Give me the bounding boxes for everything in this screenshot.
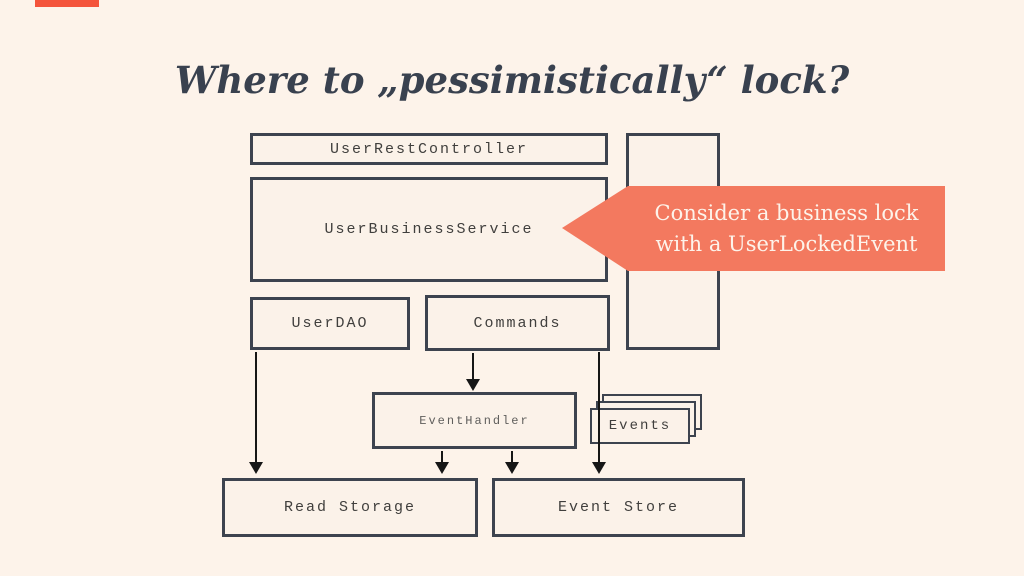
node-label: UserDAO xyxy=(291,315,369,332)
arrowhead-icon xyxy=(249,462,263,474)
arrow-handler-to-event-store xyxy=(511,451,513,462)
callout-line-2: with a UserLockedEvent xyxy=(655,231,918,256)
callout-line-1: Consider a business lock xyxy=(654,200,919,225)
arrow-commands-to-event-store xyxy=(598,352,600,462)
arrowhead-icon xyxy=(592,462,606,474)
node-event-handler: EventHandler xyxy=(372,392,577,449)
node-label: Events xyxy=(608,418,672,434)
arrowhead-icon xyxy=(466,379,480,391)
node-events: Events xyxy=(590,408,690,444)
slide-progress-indicator xyxy=(35,0,99,7)
node-user-business-service: UserBusinessService xyxy=(250,177,608,282)
node-commands: Commands xyxy=(425,295,610,351)
node-label: UserBusinessService xyxy=(324,221,534,238)
callout-business-lock: Consider a business lock with a UserLock… xyxy=(628,186,945,271)
arrow-handler-to-read-storage xyxy=(441,451,443,462)
callout-arrow-icon xyxy=(562,186,628,271)
node-label: Read Storage xyxy=(283,499,417,516)
arrow-dao-to-read-storage xyxy=(255,352,257,462)
arrow-commands-to-event-handler xyxy=(472,353,474,379)
node-user-rest-controller: UserRestController xyxy=(250,133,608,165)
node-user-dao: UserDAO xyxy=(250,297,410,350)
node-event-store: Event Store xyxy=(492,478,745,537)
arrowhead-icon xyxy=(435,462,449,474)
slide-title: Where to „pessimistically“ lock? xyxy=(174,58,850,102)
node-label: Event Store xyxy=(557,499,680,516)
node-read-storage: Read Storage xyxy=(222,478,478,537)
node-label: Commands xyxy=(473,314,562,332)
node-label: EventHandler xyxy=(419,413,530,428)
node-label: UserRestController xyxy=(329,140,529,158)
arrowhead-icon xyxy=(505,462,519,474)
